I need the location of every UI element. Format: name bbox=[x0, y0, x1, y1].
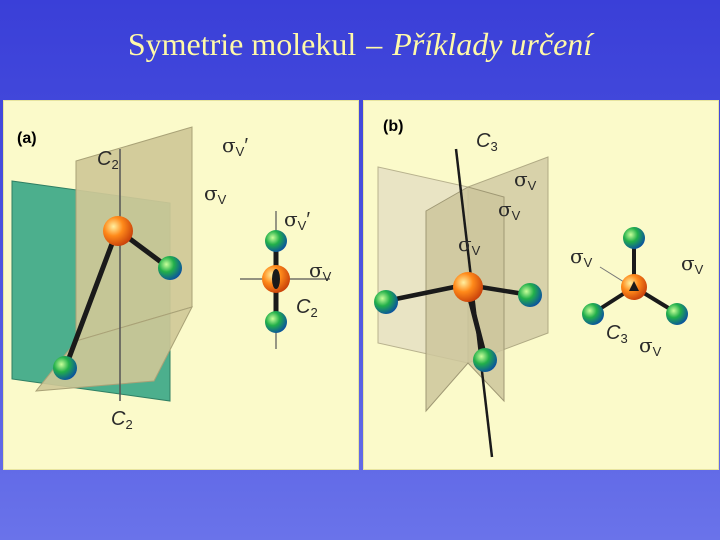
c3-triangle-icon bbox=[629, 281, 639, 291]
sigma-v-prime-plane bbox=[75, 126, 193, 342]
label-sigma-v-right-left: σV bbox=[570, 244, 593, 270]
c3-axis bbox=[454, 148, 494, 458]
label-c3-bottom: C3 bbox=[606, 322, 628, 346]
label-c3-top: C3 bbox=[476, 130, 498, 154]
bond-b-down bbox=[465, 288, 488, 360]
label-c2-top: C2 bbox=[97, 148, 119, 172]
label-sigma-v-3: σV bbox=[458, 232, 481, 258]
top-view-atom-up bbox=[623, 227, 645, 249]
panel-a-diagram bbox=[11, 126, 330, 402]
outer-atom-b-left bbox=[374, 290, 398, 314]
mol-atom-bottom bbox=[265, 311, 287, 333]
title-subtitle: Příklady určení bbox=[392, 26, 593, 62]
title-main: Symetrie molekul bbox=[127, 26, 357, 62]
title-separator: – bbox=[366, 26, 383, 62]
central-atom bbox=[103, 216, 133, 246]
label-sigma-v-2: σV bbox=[498, 197, 521, 223]
slide-title: Symetrie molekul–Příklady určení bbox=[0, 26, 720, 63]
panel-b-label: (b) bbox=[383, 118, 404, 135]
label-sigma-v-1: σV bbox=[514, 167, 537, 193]
outer-atom-right bbox=[158, 256, 182, 280]
mol-atom-top bbox=[265, 230, 287, 252]
panel-b: (b) C3 σV σV σV σV σV C3 σV bbox=[363, 100, 719, 470]
outer-atom-left bbox=[53, 356, 77, 380]
panel-a: (a) C2 σV′ σV σV′ σV C2 C2 bbox=[3, 100, 359, 470]
mol-atom-center-bond bbox=[272, 269, 280, 289]
label-c2-mol: C2 bbox=[296, 296, 318, 320]
label-sigma-v-bottom: σV bbox=[639, 333, 662, 359]
label-sigma-v-left: σV bbox=[204, 181, 227, 207]
label-sigma-v-prime-mol: σV′ bbox=[284, 207, 311, 233]
outer-atom-b-down bbox=[473, 348, 497, 372]
label-sigma-v-right-right: σV bbox=[681, 251, 704, 277]
panel-a-label: (a) bbox=[17, 130, 37, 147]
outer-atom-b-right bbox=[518, 283, 542, 307]
label-sigma-v-mol: σV bbox=[309, 258, 332, 284]
label-sigma-v-prime-top: σV′ bbox=[222, 133, 249, 159]
panel-b-diagram bbox=[374, 148, 688, 458]
top-view-atom-left bbox=[582, 303, 604, 325]
top-view-atom-right bbox=[666, 303, 688, 325]
bond-left bbox=[63, 230, 119, 369]
bond-b-left bbox=[383, 282, 467, 304]
central-atom-b bbox=[453, 272, 483, 302]
label-c2-bottom: C2 bbox=[111, 408, 133, 432]
